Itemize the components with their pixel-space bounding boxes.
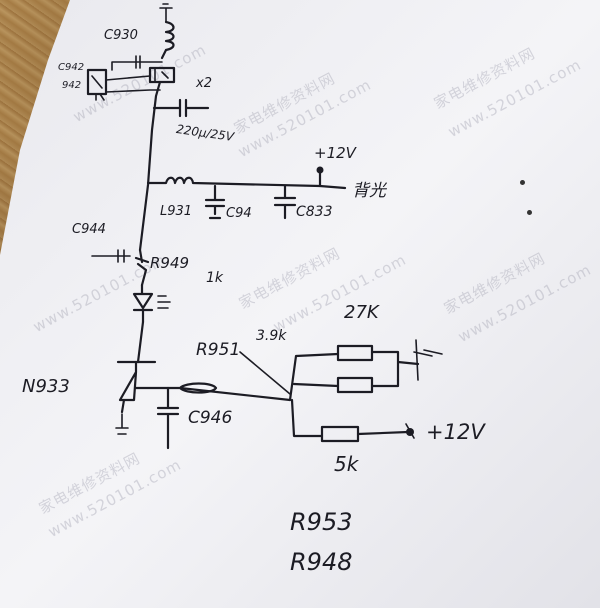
c833-capacitor: [273, 184, 297, 220]
r949-resistor: [134, 248, 150, 287]
label-r948: R948: [290, 548, 353, 576]
label-c946: C946: [188, 408, 233, 428]
top-ground-symbol: [159, 3, 173, 23]
c930-capacitor: [111, 55, 163, 71]
label-plus12v-bottom: +12V: [426, 420, 485, 444]
top-inductor: [164, 20, 175, 52]
electrolytic-capacitor: [152, 98, 210, 118]
label-c833: C833: [296, 204, 333, 220]
led-rays: [157, 295, 171, 309]
label-c944: C944: [72, 222, 106, 237]
label-backlight: 背光: [352, 181, 386, 201]
c946-capacitor: [156, 386, 180, 450]
main-vertical-wire: [138, 80, 162, 252]
label-r5k: 5k: [334, 452, 359, 476]
c942-component: [86, 68, 108, 96]
l931-inductor-line: [146, 176, 347, 190]
wire-to-middle-resistor: [292, 382, 340, 388]
x2-component: [148, 66, 176, 84]
scribble-terminal: [413, 339, 443, 381]
label-r949: R949: [150, 254, 190, 272]
label-r949-value: 1k: [206, 270, 224, 286]
wire-to-plus12v: [356, 430, 410, 436]
x2-inner: [154, 67, 169, 83]
wire-transistor-to-node: [134, 382, 292, 402]
label-r953: R953: [290, 508, 353, 536]
c94x-capacitor: [204, 184, 226, 220]
c942-leads: [91, 75, 151, 101]
c944-capacitor: [91, 249, 131, 263]
label-plus12v-top: +12V: [314, 144, 356, 162]
wire-top: [160, 48, 168, 60]
plus12v-top-dot: [316, 166, 324, 174]
led-diode: [132, 283, 154, 324]
plus12v-bottom-mark: [405, 423, 415, 439]
ink-dot-2: [527, 210, 532, 215]
label-x2: x2: [196, 76, 212, 91]
label-c942-bottom: 942: [62, 80, 82, 91]
label-c930: C930: [104, 28, 138, 43]
ink-dot-1: [520, 180, 525, 185]
label-r27k: 27K: [344, 302, 379, 323]
wire-c942-bottom: [105, 89, 161, 93]
r-middle-resistor: [336, 376, 374, 394]
bottom-ground-symbol: [115, 413, 129, 435]
label-l931: L931: [160, 204, 193, 219]
wire-to-upper-resistor: [288, 352, 340, 402]
label-r951-value: 3.9k: [256, 328, 287, 344]
label-c94x: C94: [226, 206, 252, 221]
label-n933: N933: [22, 376, 70, 397]
r951-pointer: [239, 351, 291, 395]
wire-to-lower-resistor: [290, 398, 324, 438]
label-r951: R951: [196, 340, 241, 360]
wire-led-to-transistor: [136, 320, 145, 364]
n933-transistor: [116, 360, 157, 414]
r5k-resistor: [320, 425, 360, 443]
wire-middle-right: [370, 378, 400, 388]
label-c942-top: C942: [58, 62, 85, 73]
r27k-resistor: [336, 344, 374, 362]
wire-upper-right: [370, 350, 420, 382]
